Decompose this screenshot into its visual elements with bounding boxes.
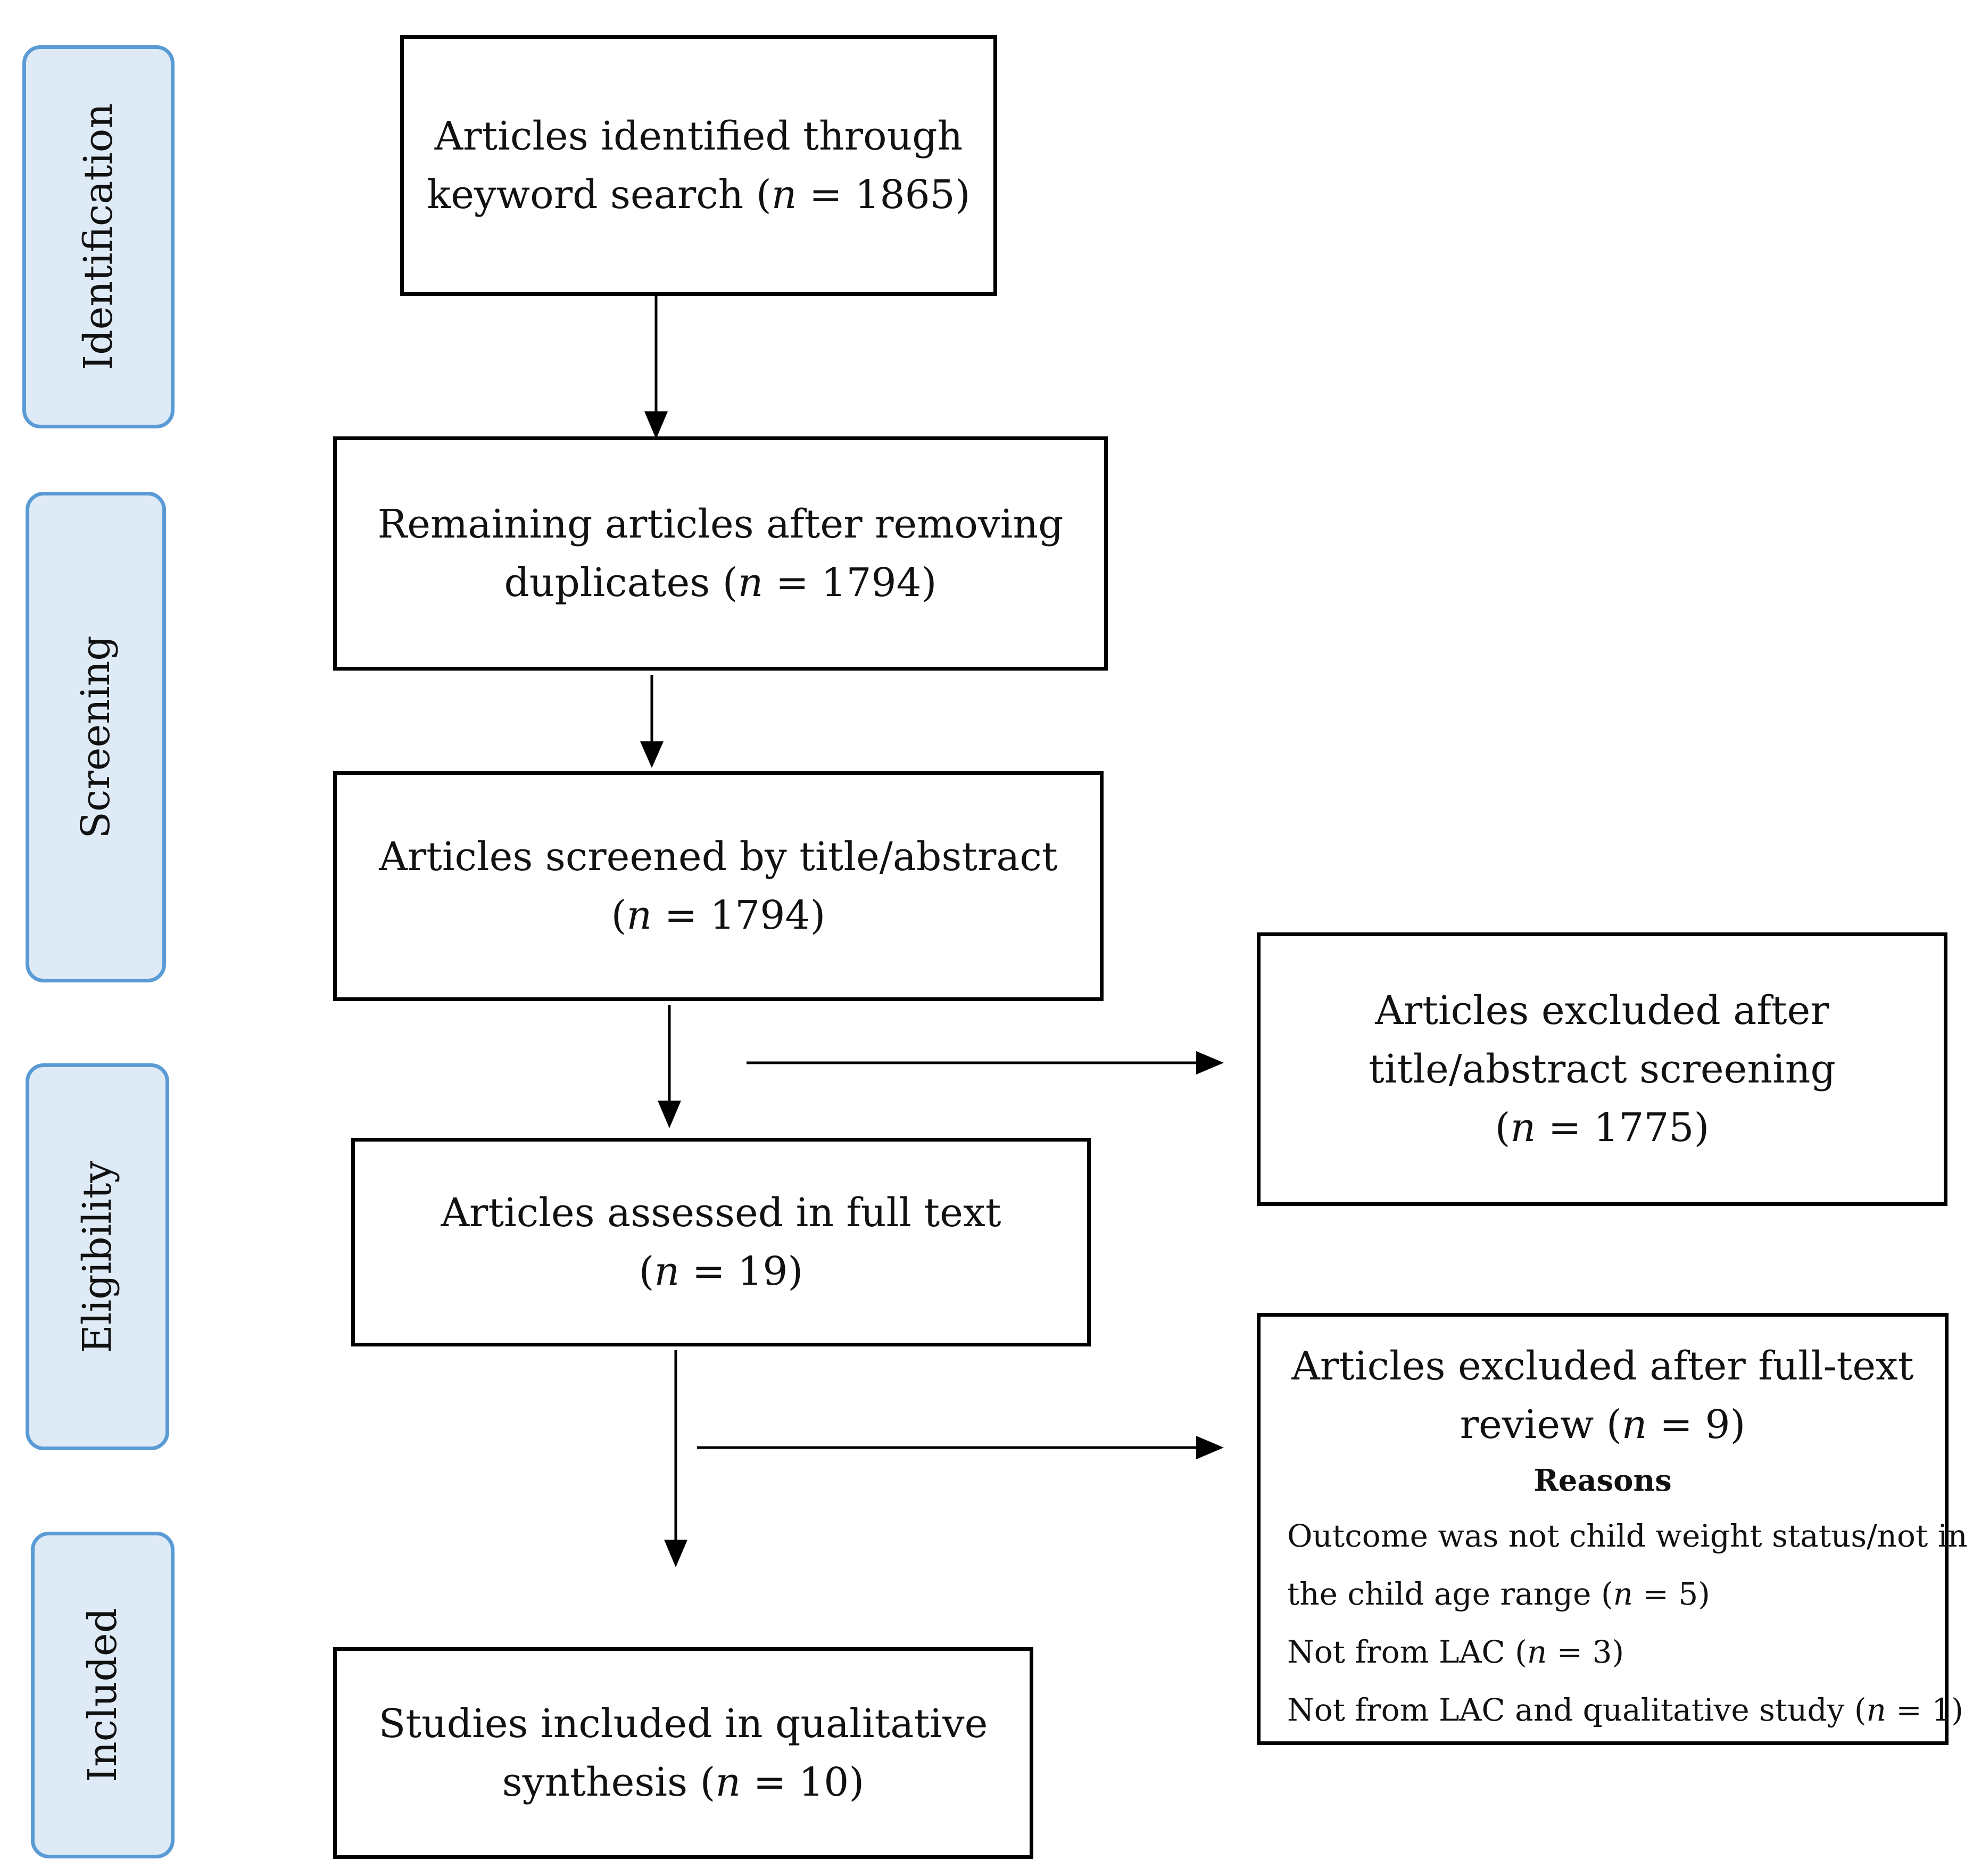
box-fulltext-line1: Articles assessed in full text — [441, 1190, 1001, 1236]
arrowhead-down-icon — [664, 1540, 687, 1567]
box-after-duplicates: Remaining articles after removing duplic… — [333, 436, 1108, 671]
stage-tab-included: Included — [31, 1532, 175, 1858]
reasons-heading: Reasons — [1533, 1463, 1672, 1498]
box-excluded-after-full-text: Articles excluded after full-text review… — [1257, 1313, 1968, 1745]
arrowhead-right-icon — [1196, 1436, 1224, 1459]
box-after-duplicates-line2: duplicates (n = 1794) — [504, 560, 937, 606]
stage-tab-identification: Identification — [22, 45, 175, 428]
box-studies-included: Studies included in qualitative synthesi… — [333, 1647, 1033, 1859]
box-excluded-screening-line1: Articles excluded after — [1375, 988, 1829, 1034]
reason-item: the child age range (n = 5) — [1287, 1576, 1710, 1612]
box-fulltext-line2: (n = 19) — [639, 1249, 803, 1294]
box-screened-title-abstract: Articles screened by title/abstract (n =… — [333, 771, 1104, 1001]
box-screened-line1: Articles screened by title/abstract — [379, 834, 1058, 880]
arrowhead-down-icon — [658, 1101, 681, 1128]
box-excluded-screening-line3: (n = 1775) — [1495, 1105, 1710, 1151]
box-after-duplicates-line1: Remaining articles after removing — [377, 501, 1064, 547]
box-excluded-screening-line2: title/abstract screening — [1369, 1046, 1836, 1092]
arrowhead-down-icon — [644, 411, 668, 439]
box-articles-identified-line2: keyword search (n = 1865) — [427, 172, 971, 218]
box-screened-line2: (n = 1794) — [611, 892, 826, 938]
reason-item: Not from LAC and qualitative study (n = … — [1287, 1692, 1963, 1728]
box-included-line1: Studies included in qualitative — [378, 1701, 988, 1747]
reason-item: Outcome was not child weight status/not … — [1287, 1518, 1968, 1554]
arrowhead-right-icon — [1196, 1051, 1224, 1075]
box-excluded-after-screening: Articles excluded after title/abstract s… — [1257, 932, 1947, 1206]
stage-tab-screening: Screening — [26, 492, 166, 982]
arrowhead-down-icon — [640, 741, 664, 768]
box-assessed-full-text: Articles assessed in full text (n = 19) — [351, 1138, 1091, 1346]
box-articles-identified-line1: Articles identified through — [434, 113, 963, 159]
box-excluded-fulltext-line1: Articles excluded after full-text — [1291, 1343, 1914, 1389]
stage-tab-eligibility: Eligibility — [26, 1063, 169, 1450]
box-included-line2: synthesis (n = 10) — [502, 1759, 865, 1805]
reason-item: Not from LAC (n = 3) — [1287, 1634, 1624, 1670]
box-articles-identified: Articles identified through keyword sear… — [400, 35, 997, 296]
box-excluded-fulltext-line2: review (n = 9) — [1460, 1402, 1746, 1448]
